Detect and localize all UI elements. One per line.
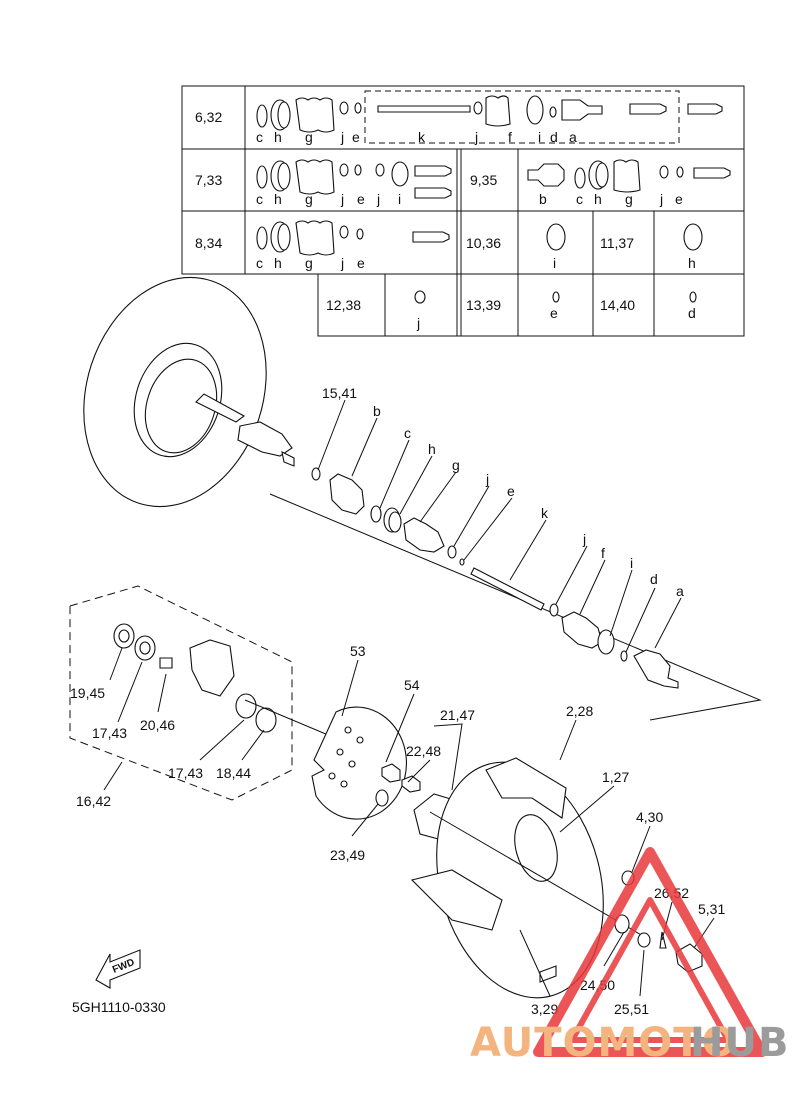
part-letters-row-8: c h g j e bbox=[256, 255, 365, 271]
knuckle-assembly bbox=[69, 585, 341, 801]
svg-text:k: k bbox=[418, 129, 426, 145]
svg-text:e: e bbox=[357, 191, 365, 207]
callout-label: k bbox=[541, 505, 549, 521]
part-letters-row-6: c h g j e k j f i d a bbox=[256, 129, 577, 145]
part-letter: h bbox=[688, 255, 696, 271]
callout-label: 1,27 bbox=[602, 769, 629, 785]
svg-text:e: e bbox=[357, 255, 365, 271]
callout-label: a bbox=[676, 583, 684, 599]
svg-text:a: a bbox=[569, 129, 577, 145]
fwd-arrow-icon: FWD bbox=[95, 949, 141, 989]
table-row-label: 14,40 bbox=[600, 297, 635, 313]
callout-label: j bbox=[485, 471, 489, 487]
svg-text:h: h bbox=[594, 191, 602, 207]
callout-label: j bbox=[582, 531, 586, 547]
table-row-label: 10,36 bbox=[466, 235, 501, 251]
callout-label: 2,28 bbox=[566, 703, 593, 719]
svg-text:i: i bbox=[398, 191, 401, 207]
svg-text:c: c bbox=[256, 129, 263, 145]
brake-disc bbox=[311, 706, 408, 820]
callout-label: b bbox=[373, 403, 381, 419]
svg-text:h: h bbox=[274, 129, 282, 145]
part-letter: d bbox=[688, 305, 696, 321]
svg-text:g: g bbox=[305, 191, 313, 207]
svg-text:j: j bbox=[659, 191, 663, 207]
table-row-label: 6,32 bbox=[195, 109, 222, 125]
callout-label: 20,46 bbox=[140, 717, 175, 733]
svg-text:d: d bbox=[550, 129, 558, 145]
svg-text:e: e bbox=[675, 191, 683, 207]
svg-text:j: j bbox=[340, 129, 344, 145]
part-letters-row-9: b c h g j e bbox=[539, 191, 683, 207]
svg-text:j: j bbox=[340, 255, 344, 271]
callout-label: f bbox=[601, 545, 605, 561]
parts-kit-table: 6,32 7,33 9,35 8,34 10,36 11,37 12,38 13… bbox=[181, 85, 745, 337]
callout-label: 18,44 bbox=[216, 765, 251, 781]
svg-text:j: j bbox=[474, 129, 478, 145]
svg-text:h: h bbox=[274, 255, 282, 271]
svg-text:c: c bbox=[256, 191, 263, 207]
table-row-label: 11,37 bbox=[600, 235, 634, 251]
svg-text:j: j bbox=[376, 191, 380, 207]
rear-wheel-drawing bbox=[83, 276, 295, 508]
part-letters-row-7: c h g j e j i bbox=[256, 191, 401, 207]
callout-label: d bbox=[650, 571, 658, 587]
callout-label: 22,48 bbox=[406, 743, 441, 759]
svg-text:i: i bbox=[538, 129, 541, 145]
part-letter: j bbox=[416, 315, 420, 331]
part-icons-row-7 bbox=[256, 159, 452, 199]
callout-label: e bbox=[507, 483, 515, 499]
callout-label: g bbox=[452, 457, 460, 473]
callout-label: 17,43 bbox=[92, 725, 127, 741]
callout-labels: 15,41 b c h g j e k j f i d a 53 54 21,4… bbox=[70, 385, 725, 1017]
part-icons-row-9 bbox=[527, 159, 731, 193]
callout-label: 21,47 bbox=[440, 707, 475, 723]
svg-text:h: h bbox=[274, 191, 282, 207]
callout-label: 25,51 bbox=[614, 1001, 649, 1017]
svg-text:g: g bbox=[625, 191, 633, 207]
callout-label: 54 bbox=[404, 677, 420, 693]
part-letter: e bbox=[550, 305, 558, 321]
drive-shaft-assembly bbox=[269, 467, 762, 721]
automotohub-logo: AUTOMOTO HUB bbox=[470, 847, 789, 1066]
svg-text:g: g bbox=[305, 255, 313, 271]
diagram-code: 5GH1110-0330 bbox=[72, 999, 166, 1015]
callout-label: 17,43 bbox=[168, 765, 203, 781]
svg-text:f: f bbox=[508, 129, 512, 145]
table-row-label: 8,34 bbox=[195, 235, 222, 251]
svg-text:b: b bbox=[539, 191, 547, 207]
callout-label: 15,41 bbox=[322, 385, 357, 401]
callout-label: 19,45 bbox=[70, 685, 105, 701]
watermark-text-1: AUTOMOTO bbox=[470, 1020, 737, 1066]
svg-text:c: c bbox=[576, 191, 583, 207]
callout-label: 53 bbox=[350, 643, 366, 659]
table-row-label: 12,38 bbox=[326, 297, 361, 313]
svg-text:j: j bbox=[340, 191, 344, 207]
part-letter: i bbox=[553, 255, 556, 271]
callout-leaders bbox=[103, 399, 715, 997]
callout-label: 23,49 bbox=[330, 847, 365, 863]
front-wheel-assembly bbox=[375, 757, 703, 999]
part-icons-small-cells bbox=[414, 223, 703, 304]
callout-label: h bbox=[428, 441, 436, 457]
callout-label: 3,29 bbox=[531, 1001, 558, 1017]
svg-text:g: g bbox=[305, 129, 313, 145]
callout-label: i bbox=[630, 555, 633, 571]
callout-label: 16,42 bbox=[76, 793, 111, 809]
svg-text:e: e bbox=[352, 129, 360, 145]
watermark-text-2: HUB bbox=[690, 1020, 789, 1066]
table-row-label: 7,33 bbox=[195, 172, 222, 188]
callout-label: 4,30 bbox=[636, 809, 663, 825]
table-row-label: 9,35 bbox=[470, 172, 497, 188]
part-icons-row-8 bbox=[256, 220, 450, 256]
part-icons-row-6 bbox=[256, 95, 723, 133]
svg-text:c: c bbox=[256, 255, 263, 271]
table-row-label: 13,39 bbox=[466, 297, 501, 313]
callout-label: 5,31 bbox=[698, 901, 725, 917]
callout-label: c bbox=[404, 425, 411, 441]
